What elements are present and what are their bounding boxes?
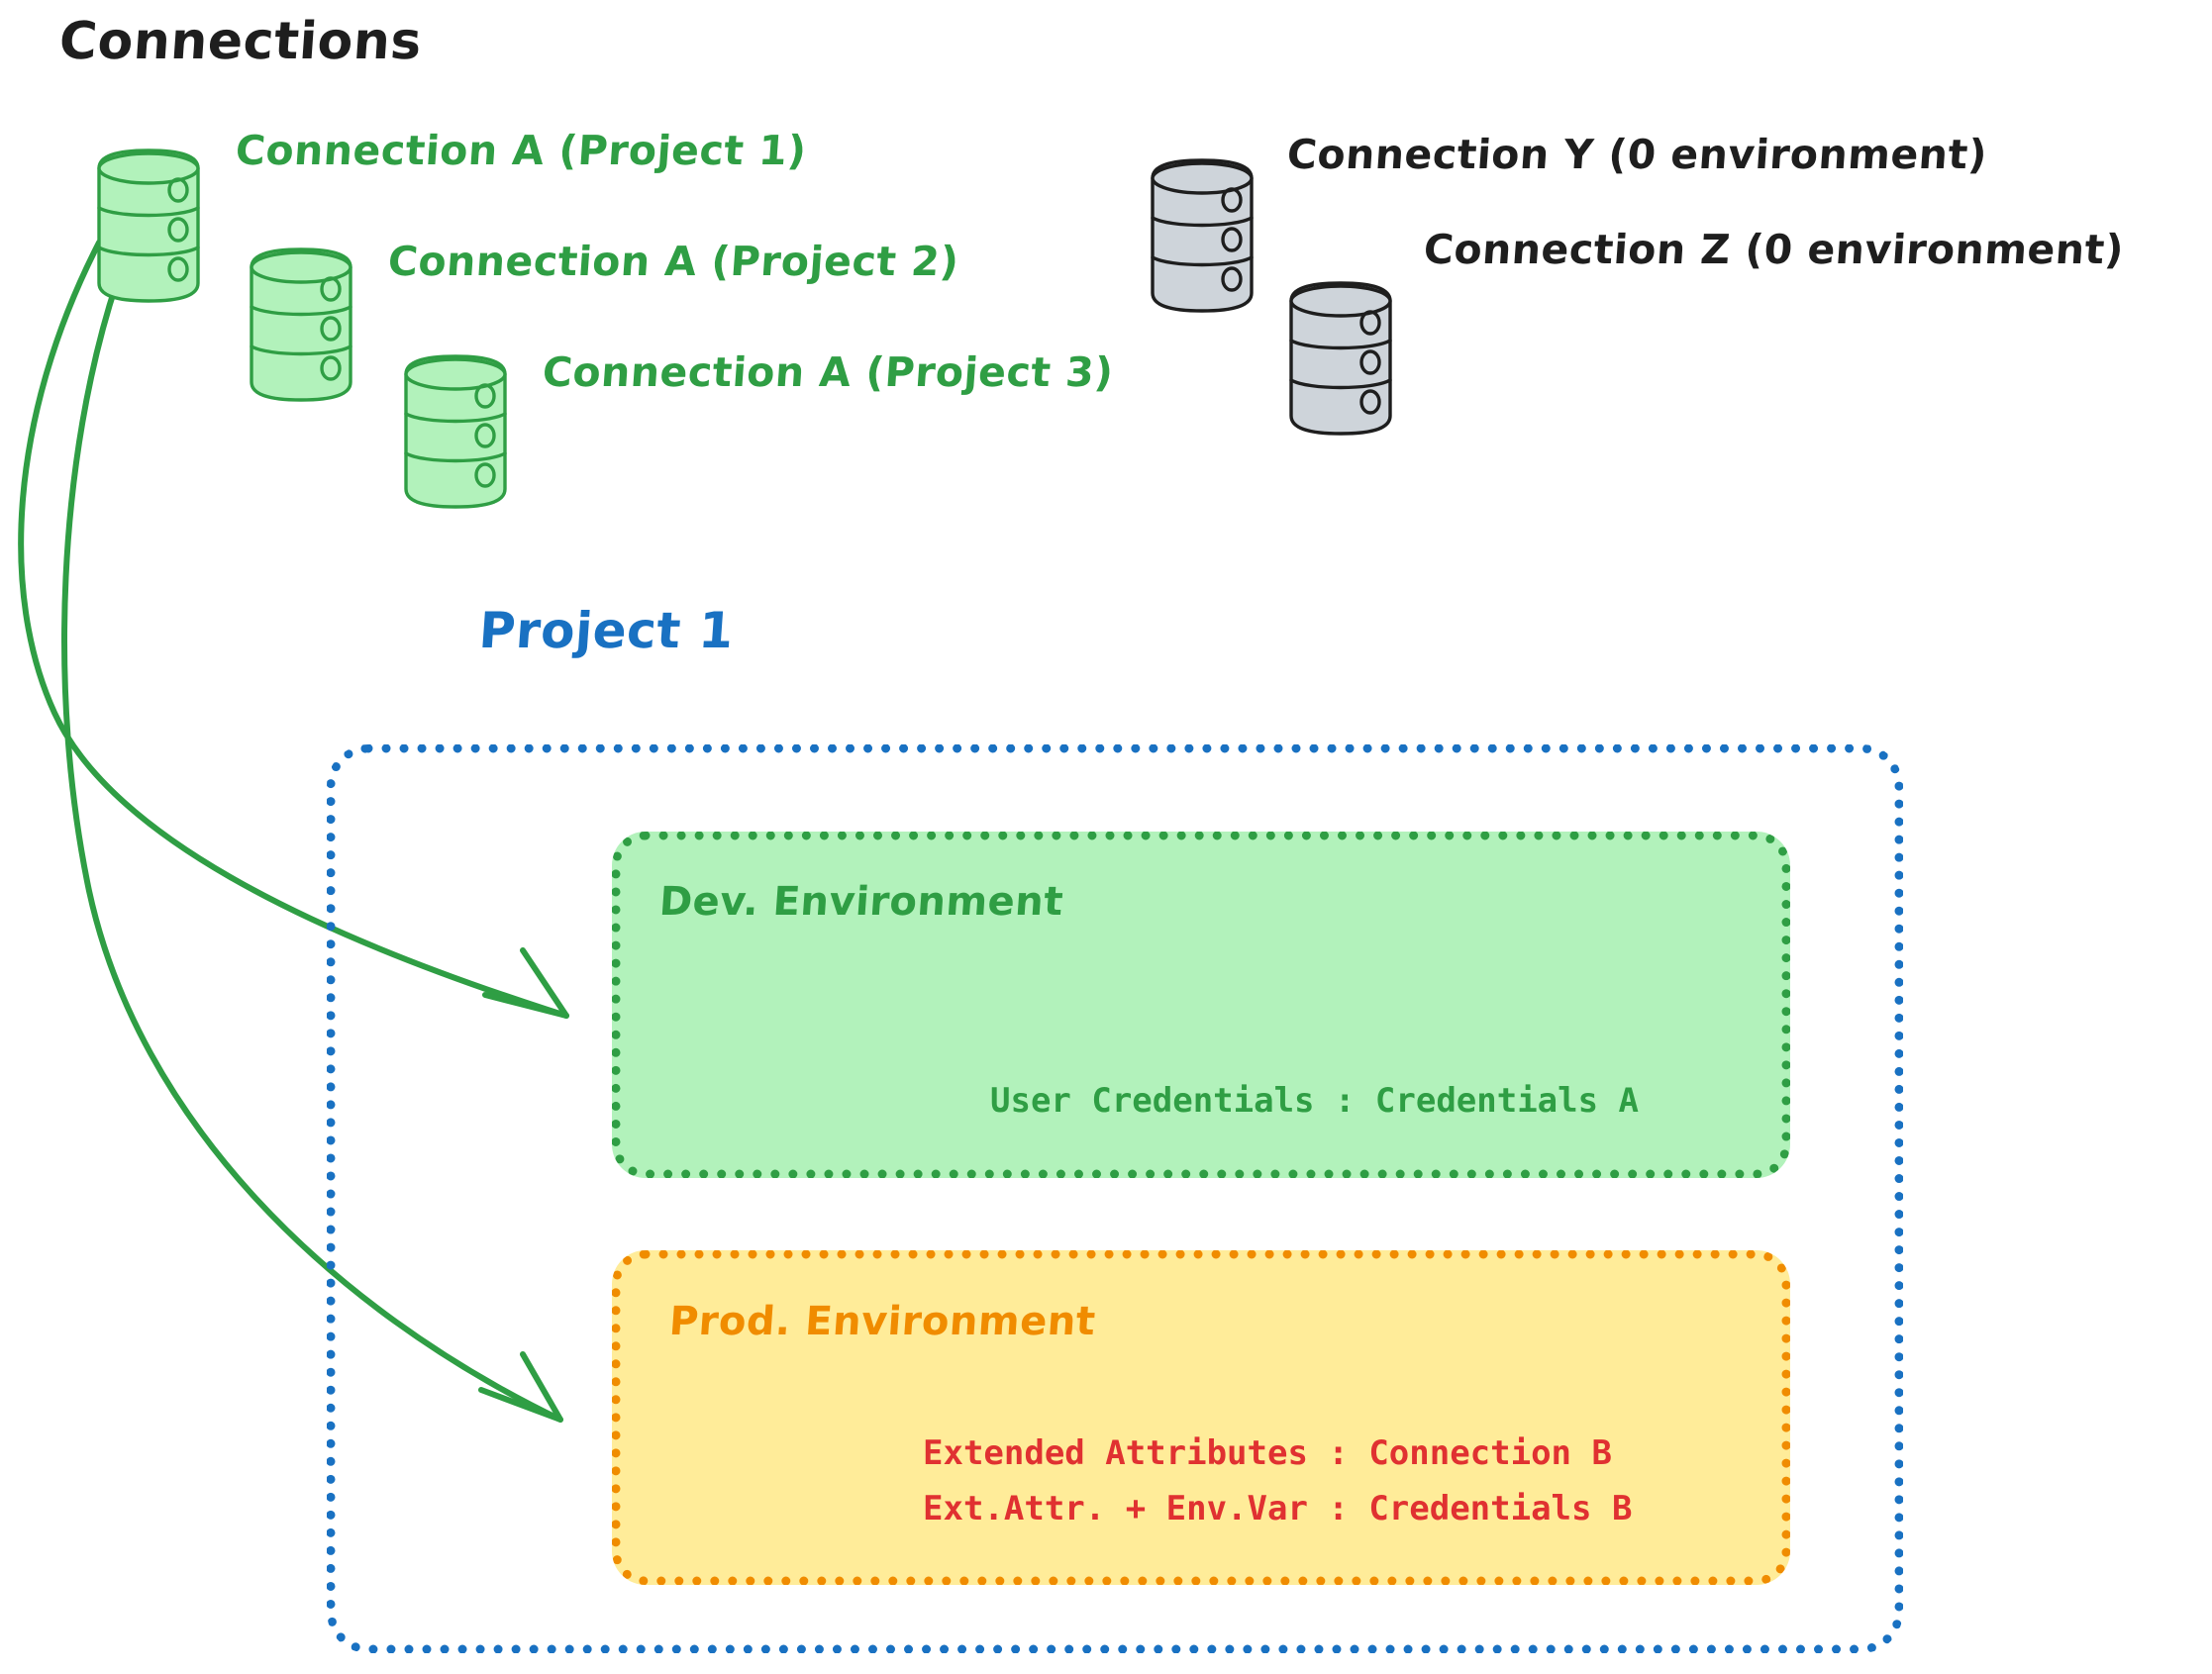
project-container: [327, 744, 1903, 1653]
connection-label-green-2: Connection A (Project 3): [541, 348, 1116, 396]
project-title: Project 1: [476, 602, 736, 659]
database-icon-connection-a-project-2[interactable]: [240, 246, 378, 404]
arrow-conn-a-to-dev: [18, 240, 569, 1019]
connection-label-gray-0: Connection Y (0 environment): [1285, 131, 1989, 178]
prod-environment-line-1: Ext.Attr. + Env.Var : Credentials B: [923, 1489, 1633, 1528]
database-icon-connection-a-project-3[interactable]: [394, 352, 533, 511]
database-icon-connection-y[interactable]: [1141, 156, 1279, 315]
database-icon-connection-z[interactable]: [1279, 279, 1418, 438]
arrow-conn-a-to-prod: [61, 279, 563, 1423]
prod-environment-line-0: Extended Attributes : Connection B: [923, 1433, 1612, 1473]
dev-environment-title: Dev. Environment: [657, 879, 1065, 925]
connection-label-green-0: Connection A (Project 1): [234, 127, 809, 174]
dev-environment-line-0: User Credentials : Credentials A: [990, 1081, 1640, 1121]
prod-environment-title: Prod. Environment: [667, 1299, 1098, 1344]
database-icon-connection-a-project-1[interactable]: [87, 147, 226, 305]
dev-environment-box[interactable]: [612, 832, 1790, 1178]
connection-label-green-1: Connection A (Project 2): [386, 238, 961, 285]
prod-environment-box[interactable]: [612, 1250, 1790, 1585]
connection-label-gray-1: Connection Z (0 environment): [1422, 226, 2126, 273]
